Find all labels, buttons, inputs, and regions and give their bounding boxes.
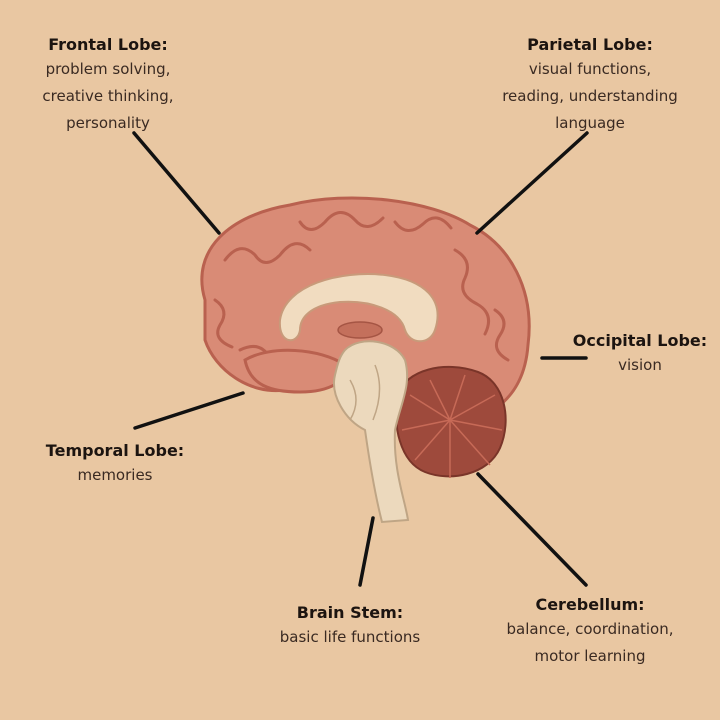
frontal-lobe-label: Frontal Lobe: problem solving, creative … <box>8 34 208 137</box>
parietal-lobe-desc-1: visual functions, <box>528 60 652 78</box>
temporal-lobe-desc-1: memories <box>77 466 153 484</box>
frontal-lobe-desc-3: personality <box>66 114 150 132</box>
occipital-lobe-title: Occipital Lobe: <box>572 331 708 350</box>
parietal-lobe-desc-2: reading, understanding <box>502 87 678 105</box>
brain-stem-label: Brain Stem: basic life functions <box>250 602 450 651</box>
cerebellum-striations <box>401 374 503 478</box>
cerebellum-desc-1: balance, coordination, <box>506 620 674 638</box>
brain-stem-title: Brain Stem: <box>296 603 404 622</box>
parietal-lobe-desc-3: language <box>555 114 625 132</box>
cerebellum-label: Cerebellum: balance, coordination, motor… <box>480 594 700 670</box>
cerebellum-connector <box>476 472 588 587</box>
occipital-lobe-desc-1: vision <box>618 356 662 374</box>
occipital-lobe-label: Occipital Lobe: vision <box>560 330 720 379</box>
corpus-callosum-shape <box>278 273 439 343</box>
temporal-lobe-label: Temporal Lobe: memories <box>20 440 210 489</box>
cerebellum-title: Cerebellum: <box>535 595 645 614</box>
parietal-connector <box>475 131 589 235</box>
parietal-lobe-title: Parietal Lobe: <box>527 35 653 54</box>
brainstem-connector <box>358 516 375 587</box>
brain-stem-desc-1: basic life functions <box>279 628 421 646</box>
frontal-connector <box>132 131 221 235</box>
frontal-lobe-desc-1: problem solving, <box>45 60 171 78</box>
temporal-lobe-title: Temporal Lobe: <box>45 441 185 460</box>
frontal-lobe-title: Frontal Lobe: <box>48 35 168 54</box>
parietal-lobe-label: Parietal Lobe: visual functions, reading… <box>480 34 700 137</box>
temporal-connector <box>133 391 245 430</box>
cerebellum-desc-2: motor learning <box>534 647 646 665</box>
frontal-lobe-desc-2: creative thinking, <box>42 87 174 105</box>
